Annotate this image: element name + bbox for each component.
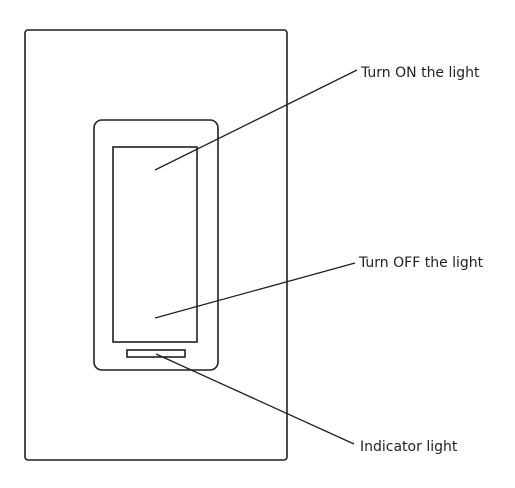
- rocker-paddle: [112, 146, 198, 343]
- leader-line-turn-on: [154, 69, 358, 171]
- wall-plate: [24, 29, 288, 461]
- label-turn-off: Turn OFF the light: [359, 255, 484, 271]
- switch-frame: [93, 119, 219, 371]
- label-turn-on: Turn ON the light: [361, 65, 480, 81]
- indicator-light: [126, 349, 186, 358]
- label-indicator-light: Indicator light: [360, 439, 458, 455]
- leader-line-indicator: [155, 353, 355, 445]
- leader-line-turn-off: [154, 262, 356, 319]
